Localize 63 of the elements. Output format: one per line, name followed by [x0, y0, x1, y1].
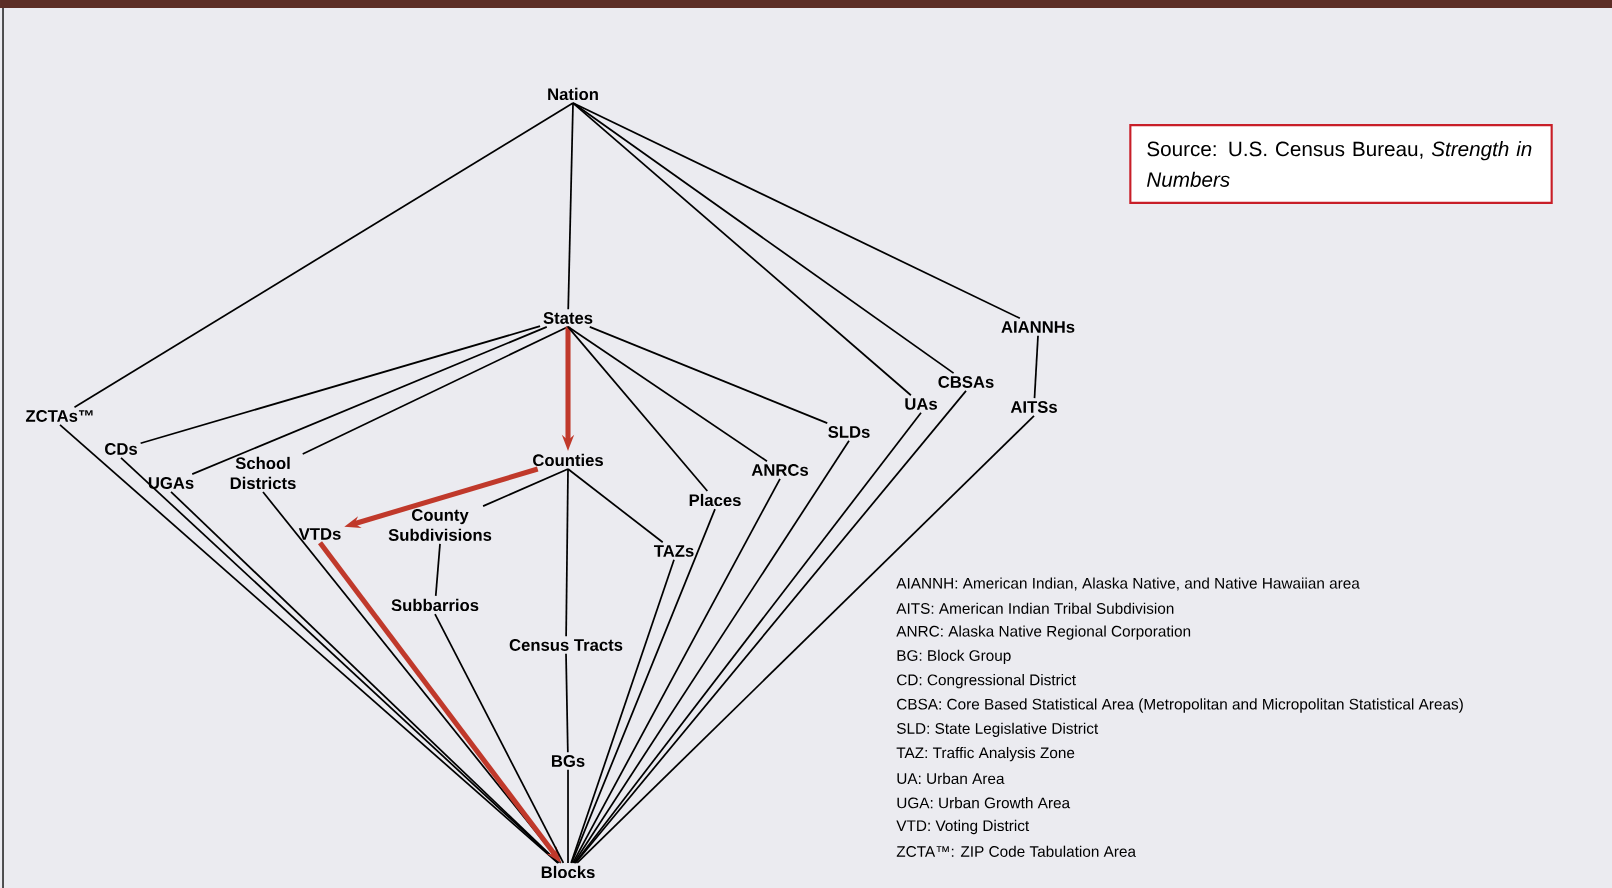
connector-line	[434, 613, 565, 864]
connector-line	[570, 508, 716, 864]
node-label: AITSs	[1010, 401, 1057, 413]
connector-line	[574, 411, 922, 864]
connector-line	[572, 102, 955, 375]
node-label: ANRCs	[751, 464, 809, 476]
connector-line	[565, 468, 569, 638]
abbreviation-note: CBSA: Core Based Statistical Area (Metropolitan and Micropolitan Statistical Areas)	[897, 698, 1463, 713]
source-box: Source: U.S. Census Bureau, Strength in Numbers	[1129, 124, 1553, 204]
node-label: CBSAs	[938, 376, 994, 388]
connector-line	[567, 768, 569, 864]
connector-line	[170, 490, 560, 864]
abbreviation-note: AIANNH: American Indian, Alaska Native, and Native Hawaiian area	[896, 577, 1360, 591]
node-label: School Districts	[230, 456, 296, 490]
connector-line	[574, 389, 967, 864]
connector-line	[567, 325, 709, 492]
node-label: Places	[689, 493, 741, 507]
connector-line	[567, 325, 768, 463]
abbreviation-note: AITS: American Indian Tribal Subdivision	[896, 602, 1174, 614]
connector-line	[572, 477, 781, 864]
node-label: VTDs	[298, 528, 341, 540]
connector-line	[301, 325, 569, 455]
connector-line	[567, 468, 664, 544]
node-label: Blocks	[541, 865, 595, 879]
connector-line	[482, 468, 569, 508]
node-label: AIANNHs	[1001, 321, 1075, 333]
connector-line	[1033, 334, 1039, 400]
node-label: County Subdivisions	[388, 509, 492, 541]
connector-line	[59, 423, 559, 864]
abbreviation-note: UA: Urban Area	[897, 772, 1005, 784]
node-label: UGAs	[148, 477, 194, 489]
abbreviation-note: CD: Congressional District	[897, 674, 1076, 689]
node-label: ZCTAs™	[25, 410, 93, 422]
abbreviation-note: UGA: Urban Growth Area	[897, 797, 1071, 809]
connector-line	[191, 325, 548, 476]
node-label: Subbarrios	[391, 598, 479, 612]
connector-line	[73, 102, 574, 409]
abbreviation-note: SLD: State Legislative District	[896, 722, 1099, 737]
abbreviation-note: TAZ: Traffic Analysis Zone	[896, 746, 1075, 762]
node-label: CDs	[105, 443, 137, 455]
node-label: States	[543, 312, 593, 324]
connector-line	[570, 558, 675, 864]
connector-line	[573, 439, 850, 864]
connector-line	[572, 102, 912, 397]
node-label: SLDs	[828, 426, 870, 438]
abbreviation-note: BG: Block Group	[897, 649, 1011, 665]
connector-line	[567, 102, 574, 311]
node-label: TAZs	[654, 545, 694, 557]
connector-line	[588, 325, 829, 425]
node-label: Nation	[548, 87, 598, 101]
node-label: BGs	[552, 755, 585, 767]
connector-line	[565, 652, 569, 754]
connector-line	[434, 542, 441, 597]
connector-line	[572, 102, 1021, 320]
node-label: UAs	[905, 398, 937, 410]
node-label: Counties	[533, 453, 603, 467]
connector-line	[139, 325, 541, 445]
node-label: Census Tracts	[509, 639, 623, 651]
connector-line	[576, 414, 1035, 864]
abbreviation-note: ANRC: Alaska Native Regional Corporation	[896, 625, 1191, 640]
abbreviation-note: VTD: Voting District	[896, 819, 1030, 835]
connector-line	[262, 491, 562, 864]
abbreviation-note: ZCTA™: ZIP Code Tabulation Area	[896, 845, 1136, 857]
